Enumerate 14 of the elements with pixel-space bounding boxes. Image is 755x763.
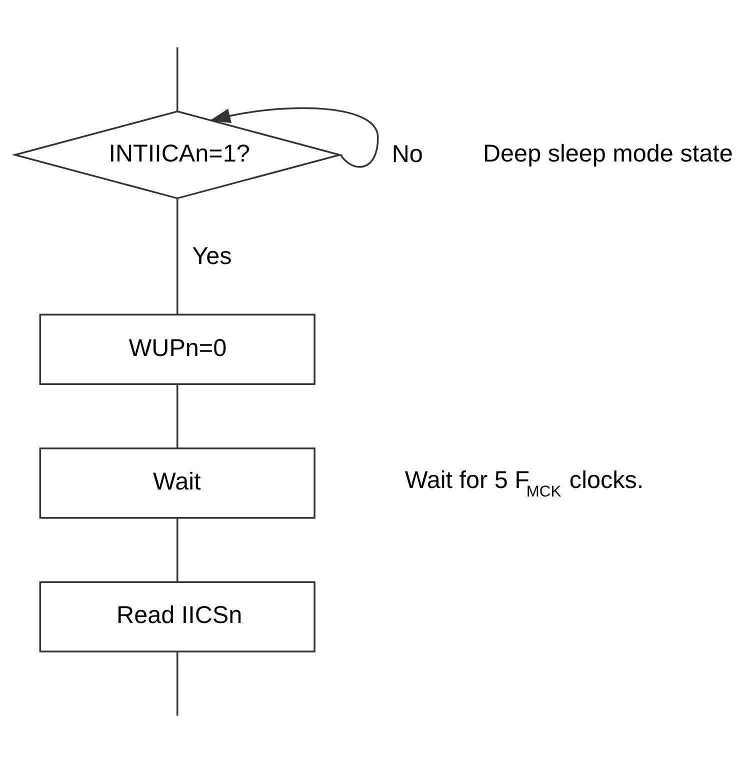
label: Deep sleep mode state — [483, 140, 733, 168]
node-diamond: INTIICAn=1? — [12, 110, 344, 200]
node-box: WUPn=0 — [39, 314, 316, 385]
connector — [176, 198, 178, 314]
connector — [176, 47, 178, 112]
connector — [176, 518, 178, 582]
edge-label: Yes — [192, 242, 232, 270]
edge-label: No — [392, 141, 423, 168]
node-label: Wait for 5 F$_{MCK}$ clocks. — [404, 466, 644, 500]
connector — [176, 384, 178, 448]
arrow — [210, 107, 379, 168]
node-box: Wait — [39, 448, 316, 519]
connector — [176, 652, 178, 716]
node-box: Read IICSn — [39, 581, 316, 652]
